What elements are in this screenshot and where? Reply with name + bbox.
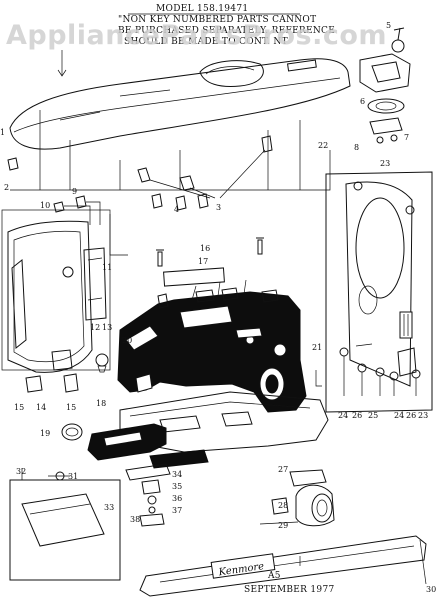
light-lens-17 [163, 267, 225, 287]
callout-35: 35 [172, 482, 182, 491]
pin-16-right [256, 237, 264, 255]
note-line-3: SHOULD BE MADE TO CONT. NT [124, 37, 288, 47]
right-side-cover [325, 171, 433, 413]
callout-26-right: 26 [406, 411, 416, 420]
callout-15-left: 15 [14, 403, 24, 412]
note-line-1: "NON KEY NUMBERED PARTS CANNOT [118, 15, 316, 25]
hinge-15 [25, 375, 43, 393]
callout-10: 10 [40, 201, 50, 210]
callout-31: 31 [68, 472, 78, 481]
bulb-18 [95, 353, 109, 373]
left-side-cover [1, 209, 111, 373]
right-fasteners [339, 347, 421, 396]
kenmore-logo-plate [210, 553, 276, 579]
callout-18: 18 [96, 399, 106, 408]
callout-5: 5 [386, 21, 391, 30]
top-cover-screws [7, 135, 273, 211]
callout-26-left: 26 [352, 411, 362, 420]
callout-12: 12 [90, 323, 100, 332]
free-arm [87, 423, 209, 469]
note-line-2: BE PURCHASED SEPARATELY. REFERENCE [118, 26, 335, 36]
callout-20: 20 [122, 336, 132, 345]
callout-9: 9 [72, 187, 77, 196]
speed-control [259, 469, 335, 527]
callout-34: 34 [172, 470, 182, 479]
callout-1: 1 [0, 128, 5, 137]
callout-16: 16 [200, 244, 210, 253]
top-cover [9, 58, 351, 150]
callout-24-right: 24 [394, 411, 404, 420]
callout-22: 22 [318, 141, 328, 150]
feed-mechanism [125, 463, 171, 527]
model-label: MODEL 158.19471 [156, 4, 248, 14]
callout-32: 32 [16, 467, 26, 476]
bed-plate-cover [9, 471, 121, 581]
callout-38: 38 [130, 515, 140, 524]
date-label: SEPTEMBER 1977 [244, 585, 335, 595]
callout-36: 36 [172, 494, 182, 503]
machine-head [117, 279, 307, 413]
callout-23-bottom: 23 [418, 411, 428, 420]
callout-27: 27 [278, 465, 288, 474]
callout-6: 6 [360, 97, 365, 106]
callout-19: 19 [40, 429, 50, 438]
callout-2: 2 [4, 183, 9, 192]
callout-23-top: 23 [380, 159, 390, 168]
ring-19 [61, 423, 83, 441]
callout-17: 17 [198, 257, 208, 266]
callout-25: 25 [368, 411, 378, 420]
callout-30: 30 [426, 585, 436, 594]
callout-8: 8 [354, 143, 359, 152]
callout-29: 29 [278, 521, 288, 530]
page-number: A5 [267, 571, 281, 581]
callout-21: 21 [312, 343, 322, 352]
callout-numbers: 1 2 3 4 5 6 7 8 9 10 11 12 13 14 15 15 1… [0, 21, 436, 594]
bobbin-winder-assembly [359, 27, 411, 144]
callout-37: 37 [172, 506, 182, 515]
callout-4: 4 [174, 205, 179, 214]
tension-clips [157, 287, 279, 309]
callout-24-left: 24 [338, 411, 348, 420]
callout-3: 3 [216, 203, 221, 212]
callout-7: 7 [404, 133, 409, 142]
callout-33: 33 [104, 503, 114, 512]
screw-10 [53, 201, 65, 213]
latch-14 [63, 373, 79, 393]
callout-15-mid: 15 [66, 403, 76, 412]
callout-28: 28 [278, 501, 288, 510]
callout-11: 11 [102, 263, 112, 272]
pin-16-left [156, 249, 164, 267]
watermark: AppliancePartsPros.com [6, 20, 387, 51]
callout-13: 13 [102, 323, 112, 332]
callout-14: 14 [36, 403, 46, 412]
